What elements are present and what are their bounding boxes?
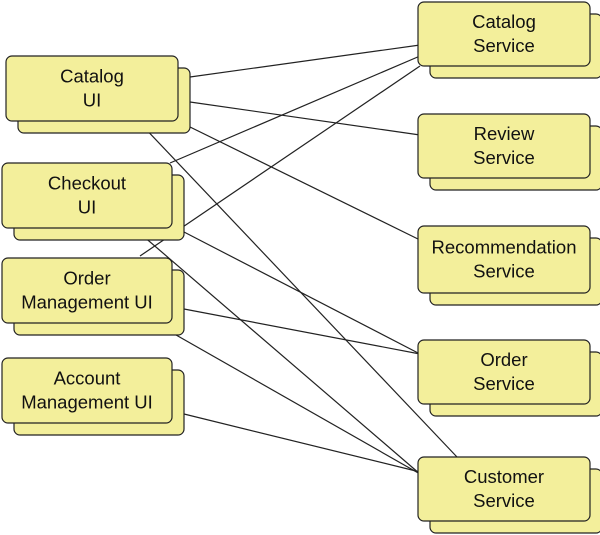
connection-order-management-ui-to-catalog-service — [139, 65, 421, 257]
checkout-ui-label-line-2: UI — [78, 197, 97, 218]
connection-lines — [134, 44, 458, 475]
catalog-ui-front-box — [5, 55, 179, 122]
connection-catalog-ui-to-recommendation-service — [189, 126, 421, 241]
customer-service-front-box — [417, 456, 591, 522]
catalog-ui-label-line-2: UI — [83, 90, 102, 111]
review-service-front-box — [417, 113, 591, 179]
catalog-service-label-line-2: Service — [473, 35, 535, 56]
connection-checkout-ui-to-order-service — [183, 231, 421, 355]
recommendation-service-front-box — [417, 225, 591, 294]
catalog-service-label-line-1: Catalog — [472, 11, 536, 32]
catalog-service-front-box — [417, 1, 591, 67]
connection-checkout-ui-to-customer-service — [134, 228, 421, 475]
connection-checkout-ui-to-catalog-service — [169, 55, 421, 164]
catalog-ui-label-line-1: Catalog — [60, 66, 124, 87]
connection-order-management-ui-to-order-service — [183, 308, 421, 355]
account-management-ui-front-box — [1, 357, 173, 424]
account-management-ui-label-line-1: Account — [54, 368, 121, 389]
connection-catalog-ui-to-catalog-service — [189, 44, 421, 78]
connection-catalog-ui-to-review-service — [189, 101, 421, 136]
connection-order-management-ui-to-customer-service — [154, 322, 421, 475]
customer-service-label-line-1: Customer — [464, 466, 544, 487]
connection-catalog-ui-to-customer-service — [139, 122, 458, 458]
recommendation-service-label-line-2: Service — [473, 261, 535, 282]
connection-account-management-ui-to-customer-service — [183, 413, 421, 473]
order-service-label-line-2: Service — [473, 373, 535, 394]
order-management-ui-label-line-2: Management UI — [21, 292, 153, 313]
order-service-label-line-1: Order — [480, 349, 527, 370]
recommendation-service-label-line-1: Recommendation — [432, 237, 577, 258]
review-service-label-line-2: Service — [473, 147, 535, 168]
review-service-label-line-1: Review — [474, 123, 535, 144]
checkout-ui-front-box — [1, 162, 173, 229]
customer-service-label-line-2: Service — [473, 490, 535, 511]
order-management-ui-front-box — [1, 257, 173, 324]
checkout-ui-label-line-1: Checkout — [48, 173, 126, 194]
account-management-ui-label-line-2: Management UI — [21, 392, 153, 413]
order-service-front-box — [417, 339, 591, 405]
order-management-ui-label-line-1: Order — [63, 268, 110, 289]
